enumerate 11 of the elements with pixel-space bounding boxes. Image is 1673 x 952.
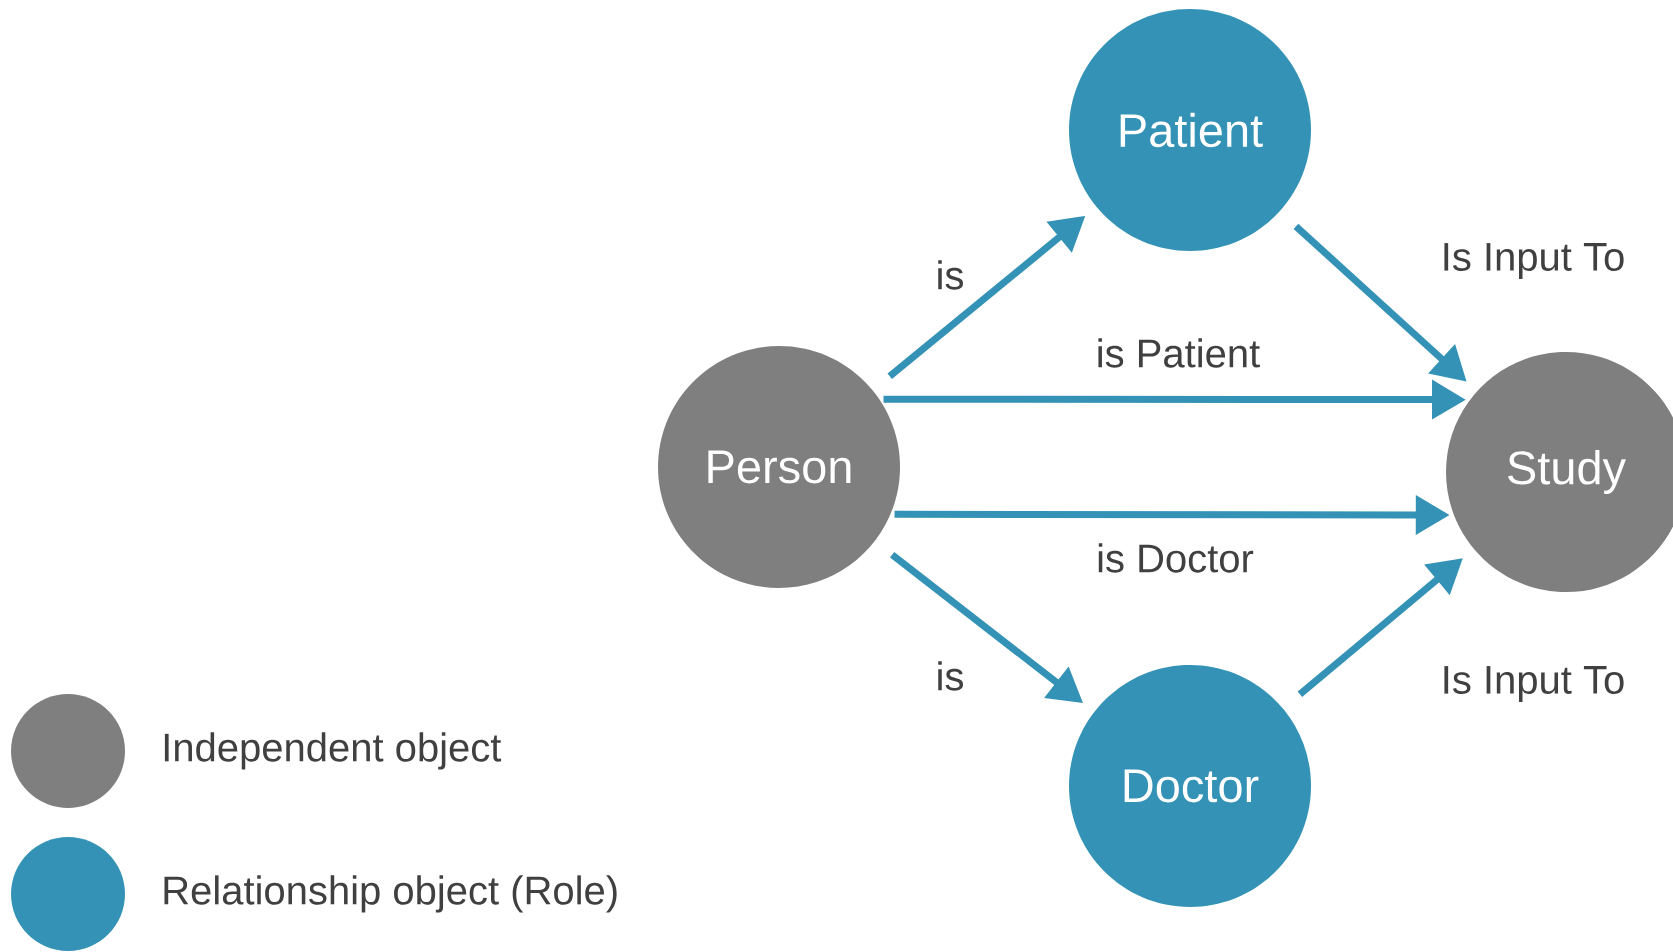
edge-label: is (938, 260, 963, 290)
legend-label: Independent object (164, 732, 502, 770)
edge-label: is Patient (1098, 338, 1260, 368)
circle-node: Person (658, 346, 900, 588)
edge-label: is (938, 661, 963, 691)
edge-label: Is Input To (1444, 243, 1624, 279)
circle-node: Doctor (1069, 665, 1311, 907)
edge-label: Is Input To (1444, 666, 1624, 702)
edge-label: is Doctor (1098, 543, 1254, 573)
circle-node: Patient (1069, 9, 1311, 251)
legend-label: Relationship object (Role) (164, 875, 617, 913)
